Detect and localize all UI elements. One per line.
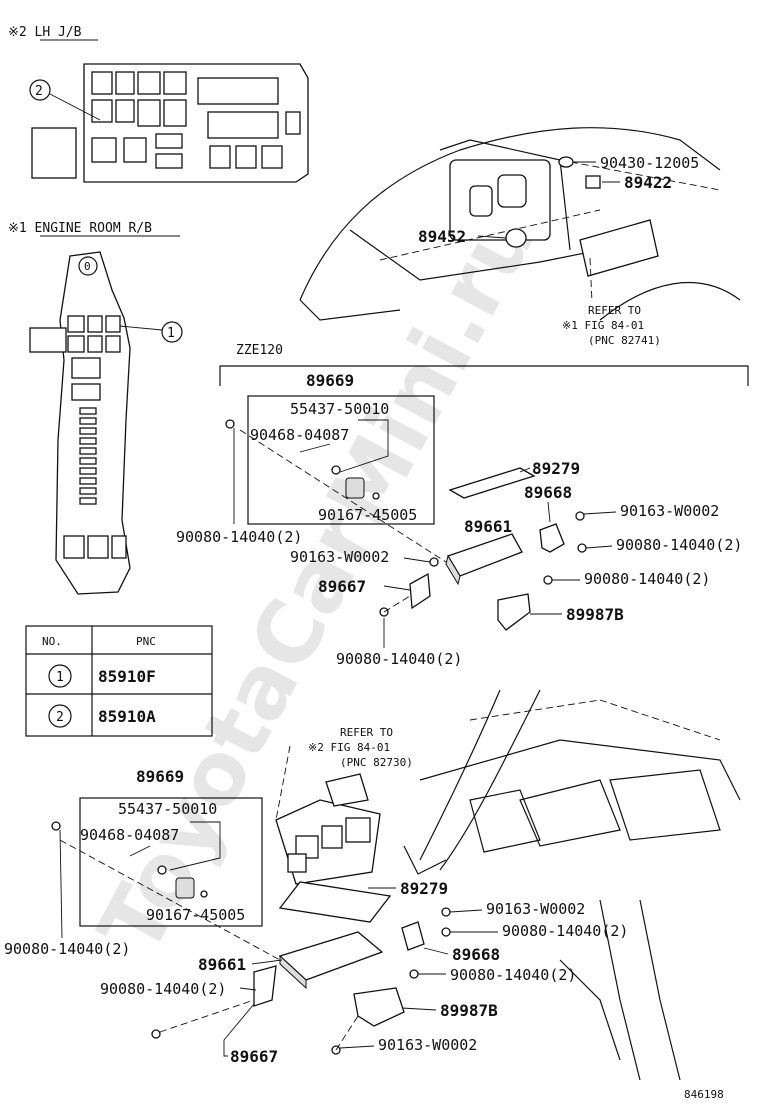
zze-89987b: 89987B <box>566 605 624 624</box>
kit-box-bottom <box>79 797 263 927</box>
kit-89669-bottom: 89669 <box>136 767 184 786</box>
bottom-parts-drawing <box>59 839 451 1055</box>
dashboard-drawing <box>403 689 741 1081</box>
refer-line-2: ※1 FIG 84-01 <box>562 319 644 332</box>
bottom-screw-1: 90163-W0002 <box>486 900 585 918</box>
engine-room-relay-block <box>29 251 131 595</box>
callout-1: 1 <box>167 326 175 341</box>
bottom-89661: 89661 <box>198 955 246 974</box>
refer-line-3: (PNC 82741) <box>588 334 661 347</box>
callout-0-circle <box>78 256 98 276</box>
bottom-89279: 89279 <box>400 879 448 898</box>
kit-89669-top: 89669 <box>306 371 354 390</box>
zze-89279: 89279 <box>532 459 580 478</box>
engine-room-rb-title: ※1 ENGINE ROOM R/B <box>8 221 152 236</box>
kit-part-90167-bottom: 90167-45005 <box>146 906 245 924</box>
zze-89667: 89667 <box>318 577 366 596</box>
pnc-row-1-value: 85910F <box>98 667 156 686</box>
bottom-bolt-2: 90080-14040(2) <box>450 966 576 984</box>
kit-part-55437-bottom: 55437-50010 <box>118 800 217 818</box>
pnc-header-pnc: PNC <box>136 635 156 648</box>
part-89452: 89452 <box>418 227 466 246</box>
bolt-far-left-icon <box>51 821 61 831</box>
zze120-label: ZZE120 <box>236 343 283 358</box>
refer-line-1: REFER TO <box>588 304 641 317</box>
lh-jb-title: ※2 LH J/B <box>8 25 82 40</box>
relay-block-drawing <box>275 773 381 885</box>
bottom-bolt-far-left: 90080-14040(2) <box>4 940 130 958</box>
callout-2-circle <box>29 79 51 101</box>
figure-number: 846198 <box>684 1088 724 1101</box>
zze120-bracket <box>219 365 749 386</box>
kit-box-top <box>247 395 435 525</box>
sensor-89452 <box>505 228 527 248</box>
part-89422: 89422 <box>624 173 672 192</box>
pnc-header-no: NO. <box>42 635 62 648</box>
pnc-row-2-value: 85910A <box>98 707 156 726</box>
sensor-89422 <box>585 175 601 189</box>
zze-screw-left: 90163-W0002 <box>290 548 389 566</box>
bottom-screw-2: 90163-W0002 <box>378 1036 477 1054</box>
bottom-89987b: 89987B <box>440 1001 498 1020</box>
zze-bolt-bottom: 90080-14040(2) <box>336 650 462 668</box>
callout-0: 0 <box>84 260 91 273</box>
bottom-bolt-1: 90080-14040(2) <box>502 922 628 940</box>
zze-89668: 89668 <box>524 483 572 502</box>
pnc-table <box>25 625 213 737</box>
zze-bolt-left: 90080-14040(2) <box>176 528 302 546</box>
bolt-icon <box>225 419 235 429</box>
bottom-89667: 89667 <box>230 1047 278 1066</box>
kit-part-90468-bottom: 90468-04087 <box>80 826 179 844</box>
zze-screw-right-top: 90163-W0002 <box>620 502 719 520</box>
part-90430-12005: 90430-12005 <box>600 154 699 172</box>
kit-part-90167-top: 90167-45005 <box>318 506 417 524</box>
kit-parts-bottom-drawing <box>157 865 208 899</box>
pnc-row-2-no: 2 <box>56 710 64 725</box>
gasket-90430 <box>558 156 574 168</box>
bottom-bolt-3: 90080-14040(2) <box>100 980 226 998</box>
bottom-refer-line-1: REFER TO <box>340 726 393 739</box>
kit-parts-top-drawing <box>331 465 380 500</box>
zze-parts-drawing <box>239 429 587 631</box>
callout-2: 2 <box>35 84 43 99</box>
callout-1-circle <box>161 321 183 343</box>
zze-bolt-right-2: 90080-14040(2) <box>584 570 710 588</box>
kit-part-55437-top: 55437-50010 <box>290 400 389 418</box>
bottom-89668: 89668 <box>452 945 500 964</box>
lh-junction-block <box>31 63 309 183</box>
zze-bolt-right-1: 90080-14040(2) <box>616 536 742 554</box>
kit-part-90468-top: 90468-04087 <box>250 426 349 444</box>
zze-89661: 89661 <box>464 517 512 536</box>
engine-bay-drawing <box>299 127 741 321</box>
bottom-refer-line-3: (PNC 82730) <box>340 756 413 769</box>
bottom-refer-line-2: ※2 FIG 84-01 <box>308 741 390 754</box>
pnc-row-1-no: 1 <box>56 670 64 685</box>
